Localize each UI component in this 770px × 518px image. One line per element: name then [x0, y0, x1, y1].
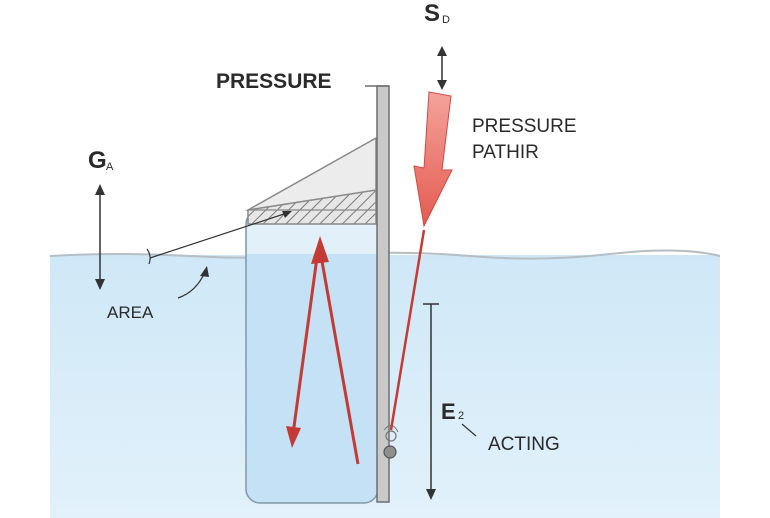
pressure-path-arrow	[413, 91, 453, 228]
water-surface-line	[49, 249, 721, 260]
g-label: G	[88, 147, 107, 174]
tank-upper-band	[247, 224, 377, 254]
acting-label: ACTING	[488, 434, 560, 455]
s-label-subscript: D	[442, 14, 450, 26]
pressure-path-label-line2: PATHIR	[472, 142, 539, 163]
pressure-path-line	[389, 229, 426, 431]
red-arrow-down-head	[286, 426, 301, 448]
area-label: AREA	[107, 303, 154, 322]
pressure-path-label-line1: PRESSURE	[472, 116, 577, 137]
e-label-subscript: 2	[458, 410, 464, 422]
hinge-icon	[383, 445, 397, 459]
s-label: S	[424, 0, 440, 27]
e-label: E	[441, 399, 456, 424]
g-label-subscript: A	[106, 161, 114, 173]
red-arrow-up-head	[311, 236, 329, 264]
pressure-label: PRESSURE	[216, 70, 332, 93]
